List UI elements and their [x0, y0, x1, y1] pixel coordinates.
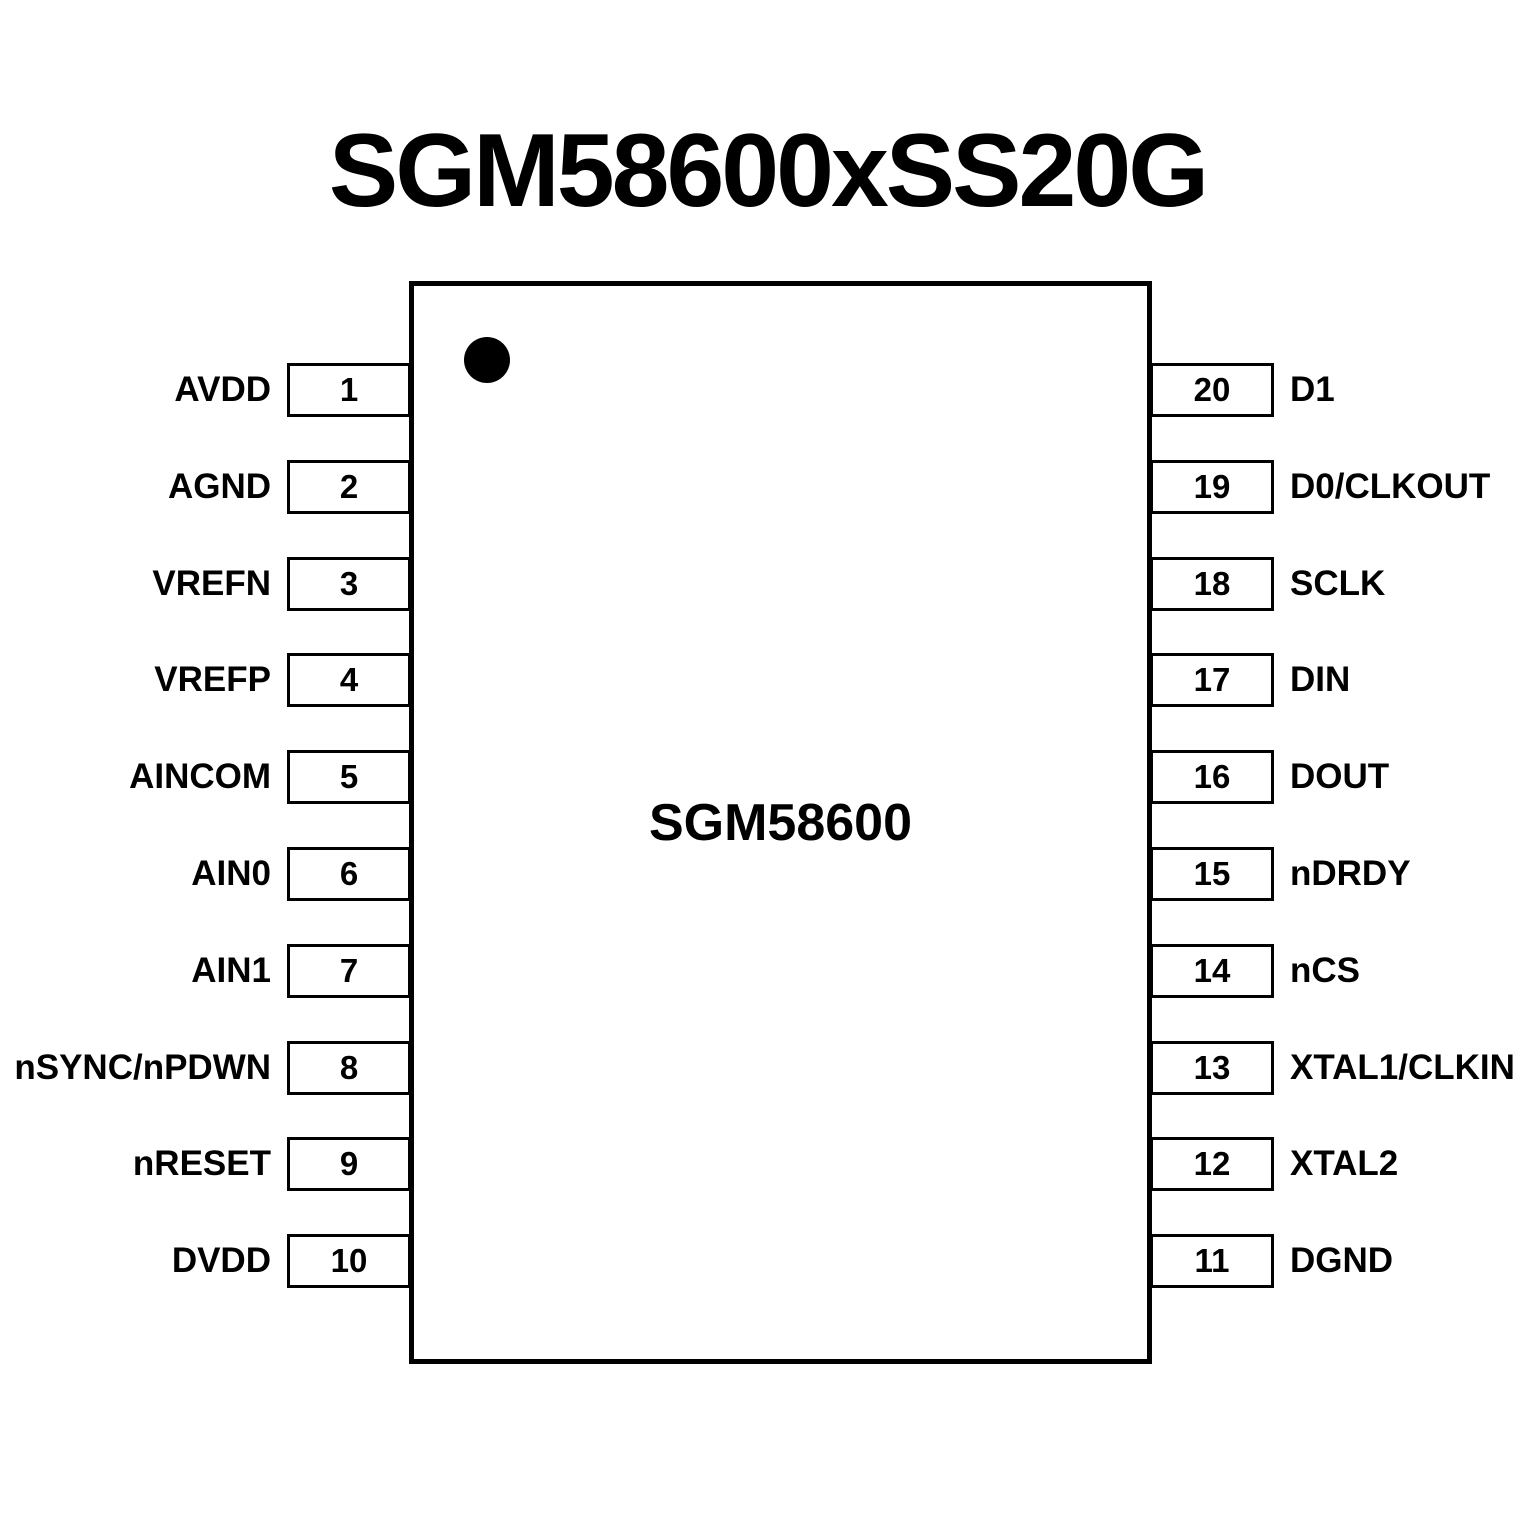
- pin-number: 2: [339, 468, 359, 505]
- pin-number: 6: [339, 855, 359, 892]
- pin-row-1: AVDD 1: [0, 363, 411, 417]
- pin-label-d1: D1: [1290, 370, 1335, 409]
- pin-number-box-17: 17: [1150, 653, 1274, 707]
- pin-number: 20: [1193, 371, 1231, 408]
- pin1-indicator-icon: [464, 337, 510, 383]
- pin-number-box-2: 2: [287, 460, 411, 514]
- chip-name: SGM58600: [648, 793, 913, 852]
- pin-number: 7: [339, 952, 359, 989]
- page-title: SGM58600xSS20G: [328, 113, 1209, 229]
- pin-label-ain1: AIN1: [191, 951, 271, 990]
- pin-row-14: 14 nCS: [1150, 944, 1535, 998]
- pin-number: 4: [339, 661, 359, 698]
- pin-row-4: VREFP 4: [0, 653, 411, 707]
- pin-row-9: nRESET 9: [0, 1137, 411, 1191]
- pin-number: 13: [1193, 1049, 1231, 1086]
- pin-number: 8: [339, 1049, 359, 1086]
- pin-number-box-15: 15: [1150, 847, 1274, 901]
- pin-label-dvdd: DVDD: [171, 1241, 271, 1280]
- pin-label-dgnd: DGND: [1290, 1241, 1394, 1280]
- pin-number-box-9: 9: [287, 1137, 411, 1191]
- pin-row-17: 17 DIN: [1150, 653, 1535, 707]
- pin-label-aincom: AINCOM: [129, 757, 271, 796]
- pin-number-box-20: 20: [1150, 363, 1274, 417]
- pin-row-13: 13 XTAL1/CLKIN: [1150, 1041, 1535, 1095]
- pin-label-ndrdy: nDRDY: [1290, 854, 1411, 893]
- pin-number-box-19: 19: [1150, 460, 1274, 514]
- pin-number: 14: [1193, 952, 1231, 989]
- pin-number: 9: [339, 1145, 359, 1182]
- pin-number: 17: [1193, 661, 1231, 698]
- pin-label-sclk: SCLK: [1290, 564, 1386, 603]
- pin-label-din: DIN: [1290, 660, 1351, 699]
- pin-number: 18: [1193, 565, 1231, 602]
- pin-number-box-4: 4: [287, 653, 411, 707]
- pin-number-box-8: 8: [287, 1041, 411, 1095]
- pin-number-box-11: 11: [1150, 1234, 1274, 1288]
- pin-number-box-1: 1: [287, 363, 411, 417]
- pin-number-box-5: 5: [287, 750, 411, 804]
- pin-label-avdd: AVDD: [174, 370, 271, 409]
- pin-row-10: DVDD 10: [0, 1234, 411, 1288]
- pin-row-12: 12 XTAL2: [1150, 1137, 1535, 1191]
- pin-row-5: AINCOM 5: [0, 750, 411, 804]
- pin-label-ncs: nCS: [1290, 951, 1360, 990]
- pin-label-agnd: AGND: [167, 467, 271, 506]
- pin-number-box-6: 6: [287, 847, 411, 901]
- pin-number-box-13: 13: [1150, 1041, 1274, 1095]
- pin-number: 1: [339, 371, 359, 408]
- pin-label-xtal1-clkin: XTAL1/CLKIN: [1290, 1048, 1515, 1087]
- pin-number-box-12: 12: [1150, 1137, 1274, 1191]
- pin-row-15: 15 nDRDY: [1150, 847, 1535, 901]
- pin-label-ain0: AIN0: [191, 854, 271, 893]
- pin-row-11: 11 DGND: [1150, 1234, 1535, 1288]
- pin-number: 10: [330, 1242, 368, 1279]
- pin-label-xtal2: XTAL2: [1290, 1144, 1399, 1183]
- pin-number-box-3: 3: [287, 557, 411, 611]
- pin-number-box-18: 18: [1150, 557, 1274, 611]
- pin-label-nsync-npdwn: nSYNC/nPDWN: [14, 1048, 271, 1087]
- pin-row-8: nSYNC/nPDWN 8: [0, 1041, 411, 1095]
- pin-number: 3: [339, 565, 359, 602]
- pin-number: 16: [1193, 758, 1231, 795]
- pin-row-3: VREFN 3: [0, 557, 411, 611]
- pin-row-7: AIN1 7: [0, 944, 411, 998]
- pin-number: 15: [1193, 855, 1231, 892]
- pin-label-vrefp: VREFP: [154, 660, 271, 699]
- pin-row-2: AGND 2: [0, 460, 411, 514]
- pin-number-box-7: 7: [287, 944, 411, 998]
- pin-label-vrefn: VREFN: [152, 564, 271, 603]
- pin-row-20: 20 D1: [1150, 363, 1535, 417]
- pin-row-16: 16 DOUT: [1150, 750, 1535, 804]
- pin-number-box-14: 14: [1150, 944, 1274, 998]
- pin-number-box-10: 10: [287, 1234, 411, 1288]
- pin-row-18: 18 SCLK: [1150, 557, 1535, 611]
- pin-number-box-16: 16: [1150, 750, 1274, 804]
- pin-row-6: AIN0 6: [0, 847, 411, 901]
- pin-number: 5: [339, 758, 359, 795]
- pin-row-19: 19 D0/CLKOUT: [1150, 460, 1535, 514]
- pin-label-dout: DOUT: [1290, 757, 1390, 796]
- pin-number: 12: [1193, 1145, 1231, 1182]
- pin-number: 19: [1193, 468, 1231, 505]
- chip-body: SGM58600: [409, 281, 1152, 1364]
- pin-label-d0-clkout: D0/CLKOUT: [1290, 467, 1491, 506]
- pin-number: 11: [1194, 1242, 1230, 1279]
- pin-label-nreset: nRESET: [132, 1144, 271, 1183]
